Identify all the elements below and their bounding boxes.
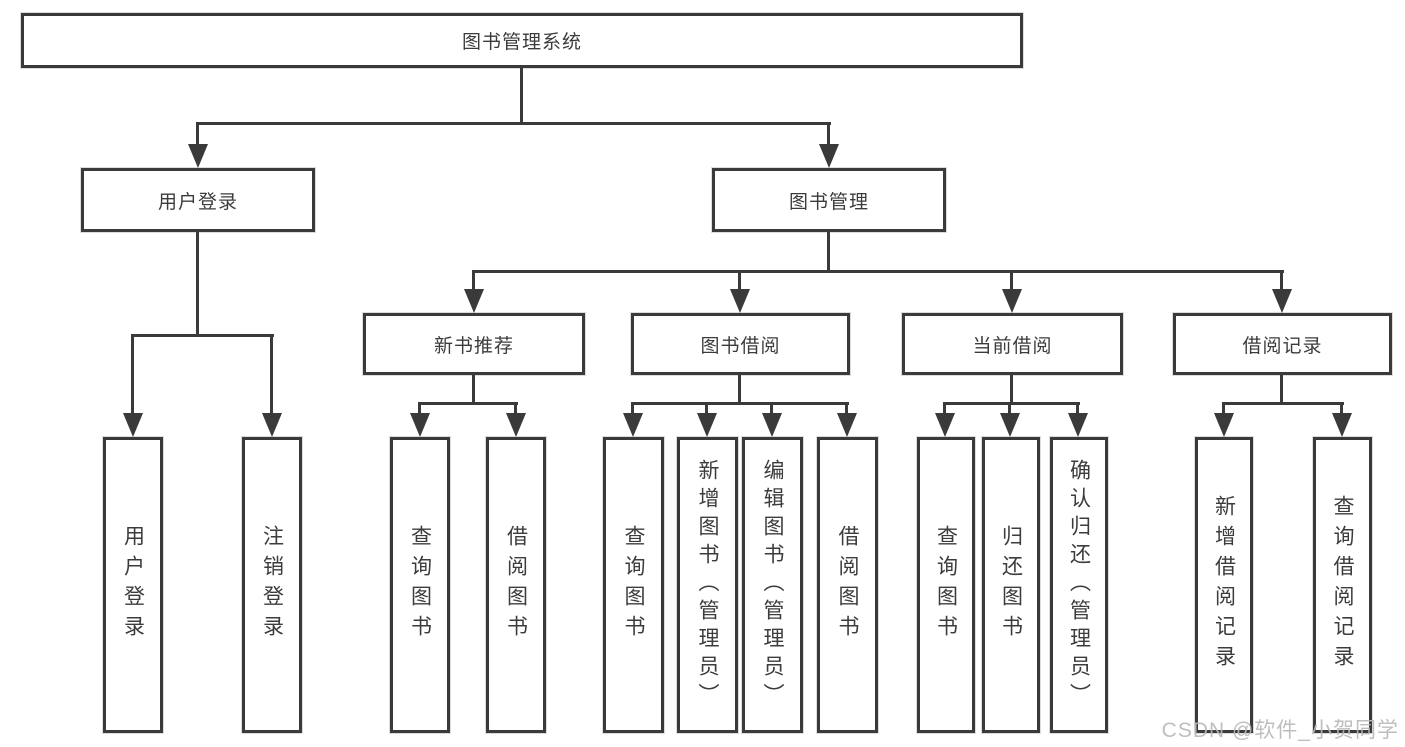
connector-line (631, 402, 849, 405)
leaf-current-return-book: 归还图书 (982, 437, 1040, 733)
leaf-current-confirm-return-admin: 确认归还（管理员） (1050, 437, 1108, 733)
connector-line (1008, 404, 1011, 417)
arrow-down-icon (123, 413, 143, 437)
node-label: 新书推荐 (433, 335, 514, 357)
leaf-borrow-borrow-book: 借阅图书 (817, 437, 878, 733)
connector-line (196, 122, 199, 148)
leaf-records-query-record: 查询借阅记录 (1313, 437, 1372, 733)
arrow-down-icon (623, 413, 643, 437)
connector-line (1010, 375, 1013, 404)
connector-line (418, 404, 421, 417)
connector-line (943, 404, 946, 417)
node-label: 注销登录 (260, 525, 284, 645)
node-label: 新增图书（管理员） (696, 459, 719, 711)
connector-line (270, 336, 273, 417)
connector-line (196, 232, 199, 336)
connector-line (705, 404, 708, 417)
csdn-watermark: CSDN @软件_小贺同学 (1161, 719, 1399, 742)
node-label: 借阅图书 (504, 525, 528, 645)
connector-line (418, 402, 518, 405)
node-label: 用户登录 (157, 191, 238, 213)
node-label: 查询图书 (622, 525, 645, 645)
connector-line (738, 375, 741, 404)
connector-line (472, 375, 475, 404)
leaf-borrow-query-book: 查询图书 (603, 437, 664, 733)
node-label: 图书管理系统 (461, 32, 582, 53)
arrow-down-icon (935, 413, 955, 437)
connector-line (845, 404, 848, 417)
connector-line (131, 334, 274, 337)
node-label: 用户登录 (121, 525, 145, 645)
node-root-system: 图书管理系统 (21, 13, 1023, 68)
leaf-current-query-book: 查询图书 (917, 437, 975, 733)
arrow-down-icon (262, 413, 282, 437)
node-user-login: 用户登录 (81, 168, 315, 232)
arrow-down-icon (697, 413, 717, 437)
node-book-borrow: 图书借阅 (631, 313, 850, 375)
node-borrow-records: 借阅记录 (1173, 313, 1392, 375)
connector-line (514, 404, 517, 417)
leaf-user-login: 用户登录 (103, 437, 163, 733)
leaf-borrow-edit-book-admin: 编辑图书（管理员） (742, 437, 803, 733)
arrow-down-icon (464, 289, 484, 313)
node-label: 编辑图书（管理员） (761, 459, 784, 711)
node-label: 新增借阅记录 (1212, 495, 1236, 675)
connector-line (1280, 272, 1283, 293)
connector-line (827, 232, 830, 272)
arrow-down-icon (819, 144, 839, 168)
connector-line (196, 122, 831, 125)
arrow-down-icon (1068, 413, 1088, 437)
node-label: 查询图书 (408, 525, 432, 645)
connector-line (472, 272, 475, 293)
arrow-down-icon (1002, 289, 1022, 313)
node-label: 查询借阅记录 (1331, 495, 1354, 675)
node-label: 确认归还（管理员） (1067, 459, 1091, 711)
connector-line (631, 404, 634, 417)
leaf-logout: 注销登录 (242, 437, 302, 733)
arrow-down-icon (1332, 413, 1352, 437)
node-label: 查询图书 (934, 525, 958, 645)
connector-line (827, 122, 830, 148)
arrow-down-icon (730, 289, 750, 313)
node-label: 当前借阅 (972, 335, 1053, 357)
leaf-recommend-query-book: 查询图书 (390, 437, 450, 733)
node-current-borrow: 当前借阅 (902, 313, 1123, 375)
arrow-down-icon (837, 413, 857, 437)
arrow-down-icon (188, 144, 208, 168)
arrow-down-icon (1000, 413, 1020, 437)
node-new-book-recommend: 新书推荐 (363, 313, 585, 375)
node-book-management: 图书管理 (712, 168, 946, 232)
connector-line (1280, 375, 1283, 404)
node-label: 借阅记录 (1242, 335, 1323, 357)
connector-line (131, 336, 134, 417)
node-label: 借阅图书 (836, 525, 859, 645)
arrow-down-icon (762, 413, 782, 437)
connector-line (738, 272, 741, 293)
leaf-recommend-borrow-book: 借阅图书 (486, 437, 546, 733)
arrow-down-icon (506, 413, 526, 437)
node-label: 图书管理 (788, 191, 869, 213)
connector-line (1340, 404, 1343, 417)
connector-line (943, 402, 1080, 405)
node-label: 归还图书 (999, 525, 1023, 645)
leaf-borrow-add-book-admin: 新增图书（管理员） (677, 437, 738, 733)
connector-line (472, 270, 1284, 273)
arrow-down-icon (410, 413, 430, 437)
connector-line (1076, 404, 1079, 417)
arrow-down-icon (1272, 289, 1292, 313)
connector-line (1222, 404, 1225, 417)
connector-line (1222, 402, 1344, 405)
node-label: 图书借阅 (700, 335, 781, 357)
connector-line (520, 68, 523, 122)
connector-line (770, 404, 773, 417)
connector-line (1010, 272, 1013, 293)
leaf-records-add-record: 新增借阅记录 (1195, 437, 1253, 733)
arrow-down-icon (1214, 413, 1234, 437)
